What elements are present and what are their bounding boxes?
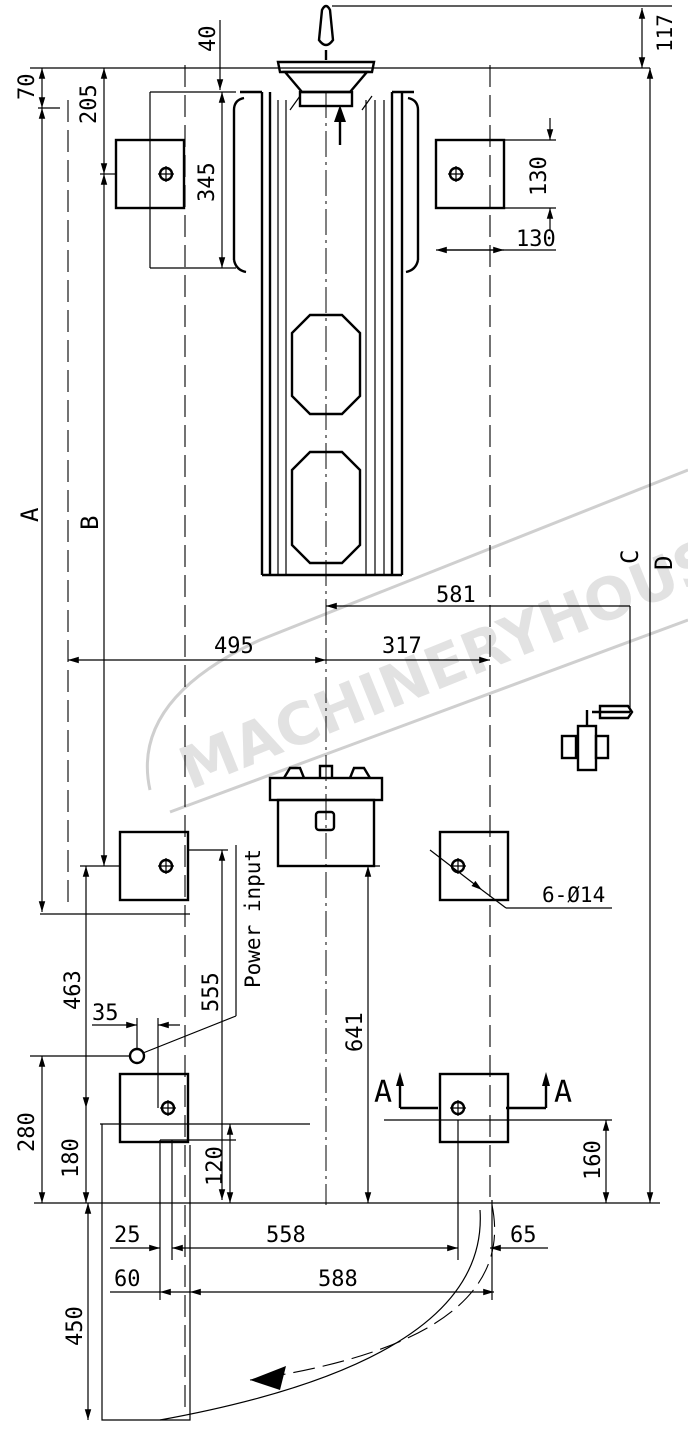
dim-40: 40 (196, 26, 221, 53)
dimension-texts: 117 40 70 205 345 130 130 A B C D 581 49… (15, 14, 678, 1346)
power-input-label: Power input (241, 849, 265, 988)
dim-120: 120 (203, 1146, 228, 1186)
dim-205: 205 (77, 84, 102, 124)
dim-25: 25 (114, 1223, 141, 1248)
holes-callout: 6-Ø14 (542, 883, 605, 907)
dim-495: 495 (214, 634, 254, 659)
lathe-bed (232, 90, 420, 577)
dim-117: 117 (653, 14, 677, 52)
dim-450: 450 (63, 1306, 88, 1346)
dim-345: 345 (195, 162, 220, 202)
dim-130-horizontal: 130 (516, 227, 556, 252)
power-input-hole (128, 1047, 146, 1065)
label-C: C (616, 550, 644, 564)
dim-70: 70 (15, 74, 40, 101)
dim-280: 280 (15, 1112, 40, 1152)
pad-front-right (434, 138, 506, 210)
dim-558: 558 (266, 1223, 306, 1248)
door-swing-arc (249, 1204, 496, 1381)
dim-60: 60 (114, 1267, 141, 1292)
dim-581: 581 (436, 583, 476, 608)
pad-mid-right (438, 830, 510, 902)
chuck (268, 764, 384, 868)
dim-588: 588 (318, 1267, 358, 1292)
dim-35: 35 (92, 1001, 119, 1026)
handwheel-top (276, 4, 376, 108)
dim-130-vertical: 130 (527, 156, 552, 196)
dim-641: 641 (343, 1012, 368, 1052)
dim-180: 180 (59, 1138, 84, 1178)
pad-rear-left (118, 1072, 190, 1144)
section-label-right: A (554, 1075, 572, 1110)
handwheel-side (560, 704, 634, 772)
dimension-lines (30, 5, 672, 1420)
label-A: A (16, 507, 44, 522)
section-label-left: A (374, 1075, 392, 1110)
label-B: B (76, 516, 104, 530)
dim-65: 65 (510, 1223, 537, 1248)
dim-463: 463 (61, 970, 86, 1010)
dim-555: 555 (199, 972, 224, 1012)
label-D: D (650, 556, 678, 570)
pad-mid-left (118, 830, 190, 902)
dim-317: 317 (382, 634, 422, 659)
dim-160: 160 (581, 1140, 606, 1180)
